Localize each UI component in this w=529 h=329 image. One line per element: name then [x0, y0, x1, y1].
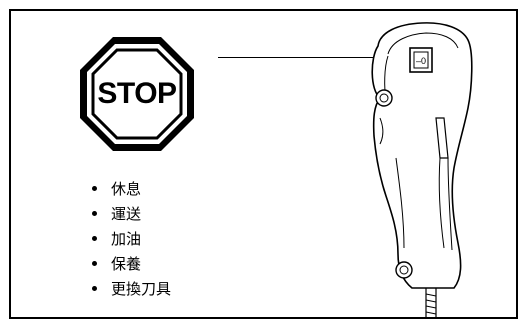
- list-item: 更換刀具: [92, 276, 171, 301]
- bullet-icon: [92, 261, 97, 266]
- bullet-icon: [92, 211, 97, 216]
- list-item-label: 更換刀具: [111, 280, 172, 298]
- hand-pendant-icon: –0: [371, 22, 473, 318]
- list-item: 加油: [92, 226, 171, 251]
- bullet-icon: [92, 236, 97, 241]
- bullet-icon: [92, 186, 97, 191]
- list-item: 休息: [92, 176, 171, 201]
- hand-pendant-device: –0: [340, 18, 490, 318]
- leader-line: [218, 57, 408, 58]
- stop-octagon-icon: [80, 37, 194, 151]
- list-item-label: 休息: [111, 180, 142, 198]
- list-item: 運送: [92, 201, 171, 226]
- list-item: 保養: [92, 251, 171, 276]
- list-item-label: 運送: [111, 205, 142, 223]
- list-item-label: 加油: [111, 230, 142, 248]
- switch-label: –0: [416, 56, 426, 66]
- stop-sign-text: STOP: [97, 77, 177, 110]
- stop-sign: STOP: [78, 35, 196, 153]
- action-list: 休息 運送 加油 保養 更換刀具: [92, 176, 171, 301]
- bullet-icon: [92, 286, 97, 291]
- list-item-label: 保養: [111, 255, 142, 273]
